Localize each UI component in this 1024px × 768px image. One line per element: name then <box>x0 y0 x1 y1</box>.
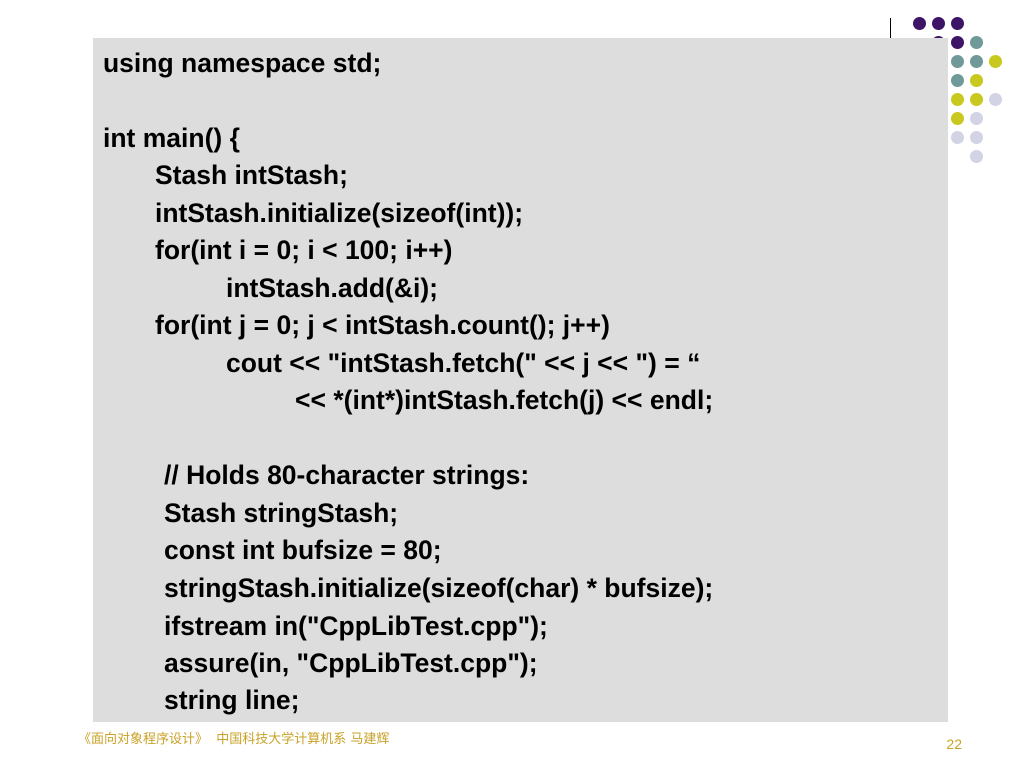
page-number: 22 <box>946 736 962 752</box>
code-line: Stash stringStash; <box>164 498 399 528</box>
decor-dot <box>951 131 964 144</box>
code-line: for(int i = 0; i < 100; i++) <box>155 235 453 265</box>
code-line: cout << "intStash.fetch(" << j << ") = “ <box>226 348 701 378</box>
decor-dot <box>970 36 983 49</box>
decor-dot <box>970 93 983 106</box>
code-line: // Holds 80-character strings: <box>164 460 530 490</box>
code-line: << *(int*)intStash.fetch(j) << endl; <box>295 385 714 415</box>
decor-dot <box>913 17 926 30</box>
code-line: int main() { <box>103 123 240 153</box>
code-line: stringStash.initialize(sizeof(char) * bu… <box>164 573 714 603</box>
decor-dot <box>970 74 983 87</box>
decor-dot <box>932 17 945 30</box>
code-line: const int bufsize = 80; <box>164 535 442 565</box>
code-listing: using namespace std; int main() { Stash … <box>93 38 948 722</box>
code-line: Stash intStash; <box>155 160 348 190</box>
decor-dot <box>970 55 983 68</box>
footer-course-title: 《面向对象程序设计》 中国科技大学计算机系 马建辉 <box>78 732 390 747</box>
code-line: using namespace std; <box>103 48 382 78</box>
decor-dot <box>951 55 964 68</box>
code-line: intStash.add(&i); <box>226 273 438 303</box>
decor-dot <box>970 150 983 163</box>
decor-dot <box>970 131 983 144</box>
code-line: intStash.initialize(sizeof(int)); <box>155 198 524 228</box>
decor-dot <box>951 17 964 30</box>
corner-divider-line <box>890 18 891 38</box>
code-line: assure(in, "CppLibTest.cpp"); <box>164 648 538 678</box>
decor-dot <box>989 93 1002 106</box>
code-line: string line; <box>164 685 300 715</box>
decor-dot <box>989 55 1002 68</box>
code-line: ifstream in("CppLibTest.cpp"); <box>164 611 548 641</box>
decor-dot <box>951 74 964 87</box>
decor-dot <box>951 93 964 106</box>
decor-dot <box>970 112 983 125</box>
code-line: for(int j = 0; j < intStash.count(); j++… <box>155 310 610 340</box>
decor-dot <box>951 112 964 125</box>
decor-dot <box>951 36 964 49</box>
